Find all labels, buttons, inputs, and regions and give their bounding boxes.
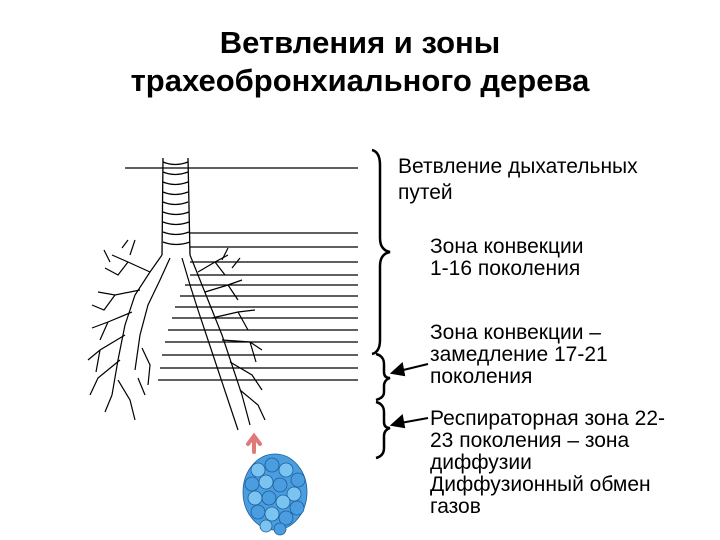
brace-respiratory [375, 400, 391, 460]
brace-slowdown [375, 352, 391, 402]
title-line-2: трахеобронхиального дерева [130, 63, 590, 98]
trachea [161, 157, 191, 256]
generation-lines [125, 167, 358, 381]
label-respiratory-line-3: диффузии [430, 451, 532, 474]
label-respiratory-line-5: газов [430, 495, 481, 518]
airflow-arrow [246, 432, 262, 454]
title-line-1: Ветвления и зоны [219, 25, 501, 60]
label-slowdown-line-2: замедление 17-21 [430, 343, 608, 366]
right-bronchial-tree [181, 247, 266, 431]
zone-arrows [389, 362, 429, 429]
label-convection-line-1: Зона конвекции [430, 235, 584, 258]
label-slowdown-line-1: Зона конвекции – [430, 321, 601, 344]
label-slowdown-line-3: поколения [430, 365, 533, 388]
brace-convection [371, 148, 391, 356]
label-branching-line-2: путей [398, 181, 453, 204]
label-respiratory-line-2: 23 поколения – зона [430, 429, 630, 452]
left-bronchial-tree [87, 239, 171, 421]
label-convection-line-2: 1-16 поколения [430, 257, 581, 280]
label-respiratory-line-4: Диффузионный обмен [430, 473, 651, 496]
label-respiratory-line-1: Респираторная зона 22- [430, 407, 666, 430]
label-branching-line-1: Ветвление дыхательных [398, 155, 638, 178]
alveolar-cluster [242, 453, 308, 536]
